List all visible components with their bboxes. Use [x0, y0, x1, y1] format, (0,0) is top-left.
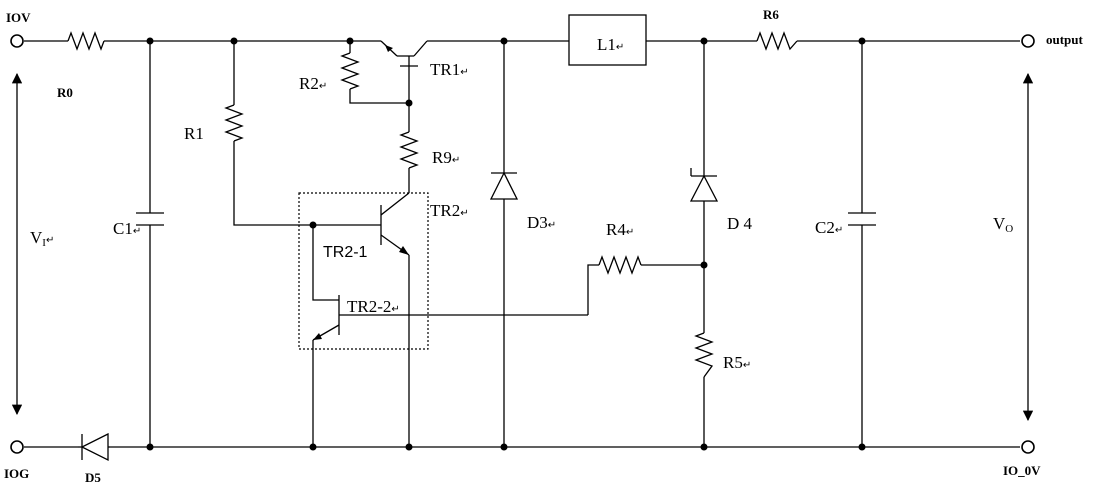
terminal-output — [1021, 34, 1035, 48]
label-c1: C1↵ — [113, 219, 141, 238]
label-c2: C2↵ — [815, 218, 843, 237]
resistor-r5 — [694, 332, 714, 447]
label-tr2-2: TR2-2↵ — [347, 297, 400, 316]
terminal-iog — [10, 440, 24, 454]
resistor-r9 — [399, 103, 419, 193]
label-l1: L1↵ — [597, 35, 624, 54]
label-tr2: TR2↵ — [430, 201, 469, 220]
label-output: output — [1046, 32, 1084, 47]
diode-d4 — [689, 41, 719, 333]
label-iov: IOV — [6, 10, 31, 25]
label-d4: D 4 — [727, 214, 753, 233]
label-r6: R6 — [763, 7, 779, 22]
resistor-r1 — [224, 41, 313, 226]
label-r2: R2↵ — [299, 74, 327, 93]
label-d5: D5 — [85, 470, 101, 485]
tr2-package-outline — [298, 192, 429, 350]
label-tr1: TR1↵ — [430, 60, 469, 79]
transistor-tr1 — [380, 40, 428, 103]
capacitor-c2 — [848, 41, 876, 447]
capacitor-c1 — [136, 41, 164, 447]
label-r1: R1 — [184, 124, 204, 143]
label-r0: R0 — [57, 85, 73, 100]
resistor-r0 — [67, 31, 105, 51]
diode-d3 — [489, 41, 519, 447]
label-tr2-1: TR2-1 — [323, 244, 368, 261]
label-io-0v: IO_0V — [1003, 463, 1041, 478]
label-vo: VO — [993, 214, 1013, 235]
label-r9: R9↵ — [432, 148, 460, 167]
label-d3: D3↵ — [527, 213, 556, 232]
resistor-r4 — [587, 255, 704, 315]
transistor-tr2-2 — [312, 225, 588, 447]
label-r5: R5↵ — [723, 353, 751, 372]
transistor-tr2-1 — [313, 192, 410, 447]
label-r4: R4↵ — [606, 220, 634, 239]
terminal-iov — [10, 34, 24, 48]
label-iog: IOG — [4, 466, 29, 481]
resistor-r2 — [340, 41, 409, 104]
resistor-r6 — [756, 31, 798, 51]
label-vi: VI↵ — [30, 228, 54, 249]
terminal-io-0v — [1021, 440, 1035, 454]
diode-d5 — [78, 432, 110, 462]
junction-dots — [146, 37, 866, 451]
inductor-l1 — [568, 14, 647, 66]
